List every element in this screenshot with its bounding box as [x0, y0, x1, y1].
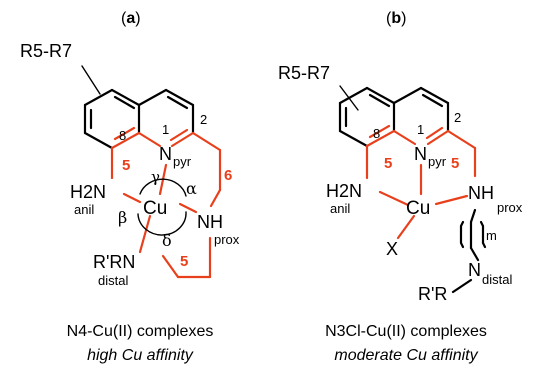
pyridine-ring	[137, 88, 195, 148]
substituent-label-b: R5-R7	[278, 63, 330, 83]
x-label-b: X	[386, 239, 398, 259]
caption-a-line1: N4-Cu(II) complexes	[67, 323, 214, 340]
panel-b: (b) R5-R7	[278, 10, 523, 364]
bracket-left	[459, 220, 465, 249]
linker-b-bottom	[469, 246, 480, 262]
rrn-label: R'RN	[93, 252, 135, 272]
c2-chain-1	[191, 131, 222, 152]
cu-label-b: Cu	[406, 198, 430, 219]
cu-nprox-bond	[178, 202, 198, 214]
cu-x-bond-b	[396, 214, 416, 240]
nh-prox-label-b: NH	[468, 183, 494, 203]
linker-b-top	[469, 208, 477, 224]
benzene-ring	[83, 88, 141, 150]
anil-label: anil	[74, 202, 94, 217]
red-aromatic-bond	[110, 131, 141, 150]
locant-2: 2	[200, 112, 207, 127]
n-rr-bond	[451, 278, 473, 294]
prox-label: prox	[214, 232, 240, 247]
cu-ndistal-bond	[138, 214, 152, 254]
n-distal-label-b: N	[468, 260, 481, 280]
substituent-label: R5-R7	[20, 41, 72, 61]
locant-1-b: 1	[417, 122, 424, 137]
caption-b-line2: moderate Cu affinity	[334, 347, 478, 364]
panel-a: (a) R5-R7	[20, 10, 240, 364]
cu-nanil-bond-b	[378, 190, 410, 207]
n-pyr-label-b: Npyr	[414, 144, 447, 169]
h2n-label: H2N	[70, 182, 106, 202]
m-label-b: m	[486, 228, 497, 243]
cu-nprox-bond-b	[434, 194, 469, 206]
caption-a-line2: high Cu affinity	[87, 347, 194, 364]
caption-b-line1: N3Cl-Cu(II) complexes	[325, 323, 487, 340]
prox-label-b: prox	[497, 200, 523, 215]
alpha-angle: α	[186, 179, 197, 198]
ring-size-5-lower: 5	[180, 253, 188, 270]
rr-label-b: R'R	[418, 284, 447, 304]
bracket-right	[479, 220, 487, 249]
h2n-label-b: H2N	[326, 181, 362, 201]
gamma-angle: γ	[151, 168, 160, 186]
ring-size-5-b-right: 5	[451, 155, 459, 172]
c2-chain-b	[446, 129, 477, 150]
benzene-ring-b	[338, 86, 396, 148]
angle-arc-bottom	[137, 211, 187, 236]
n-pyr-label: Npyr	[159, 144, 192, 169]
cu-nanil-bond	[122, 192, 142, 204]
locant-2-b: 2	[454, 110, 461, 125]
delta-angle: δ	[162, 231, 172, 250]
distal-chain-1	[161, 254, 180, 279]
panel-a-tag: (a)	[121, 10, 141, 27]
angle-arc-top	[139, 178, 187, 197]
red-aromatic-bond-b	[365, 129, 396, 148]
locant-8-b: 8	[373, 126, 380, 141]
panel-b-tag: (b)	[386, 10, 406, 27]
anil-label-b: anil	[330, 201, 350, 216]
beta-angle: β	[118, 208, 127, 227]
locant-8: 8	[119, 128, 126, 143]
substituent-pointer	[81, 65, 101, 95]
distal-label-b: distal	[482, 272, 512, 287]
ring-size-5-b-left: 5	[384, 155, 392, 172]
ring-size-5: 5	[122, 157, 130, 174]
distal-label: distal	[98, 273, 128, 288]
nh-prox-label: NH	[197, 212, 223, 232]
ring-size-6: 6	[224, 167, 232, 184]
cu-label: Cu	[143, 198, 167, 219]
pyridine-ring-b	[392, 86, 450, 146]
locant-1: 1	[162, 122, 169, 137]
